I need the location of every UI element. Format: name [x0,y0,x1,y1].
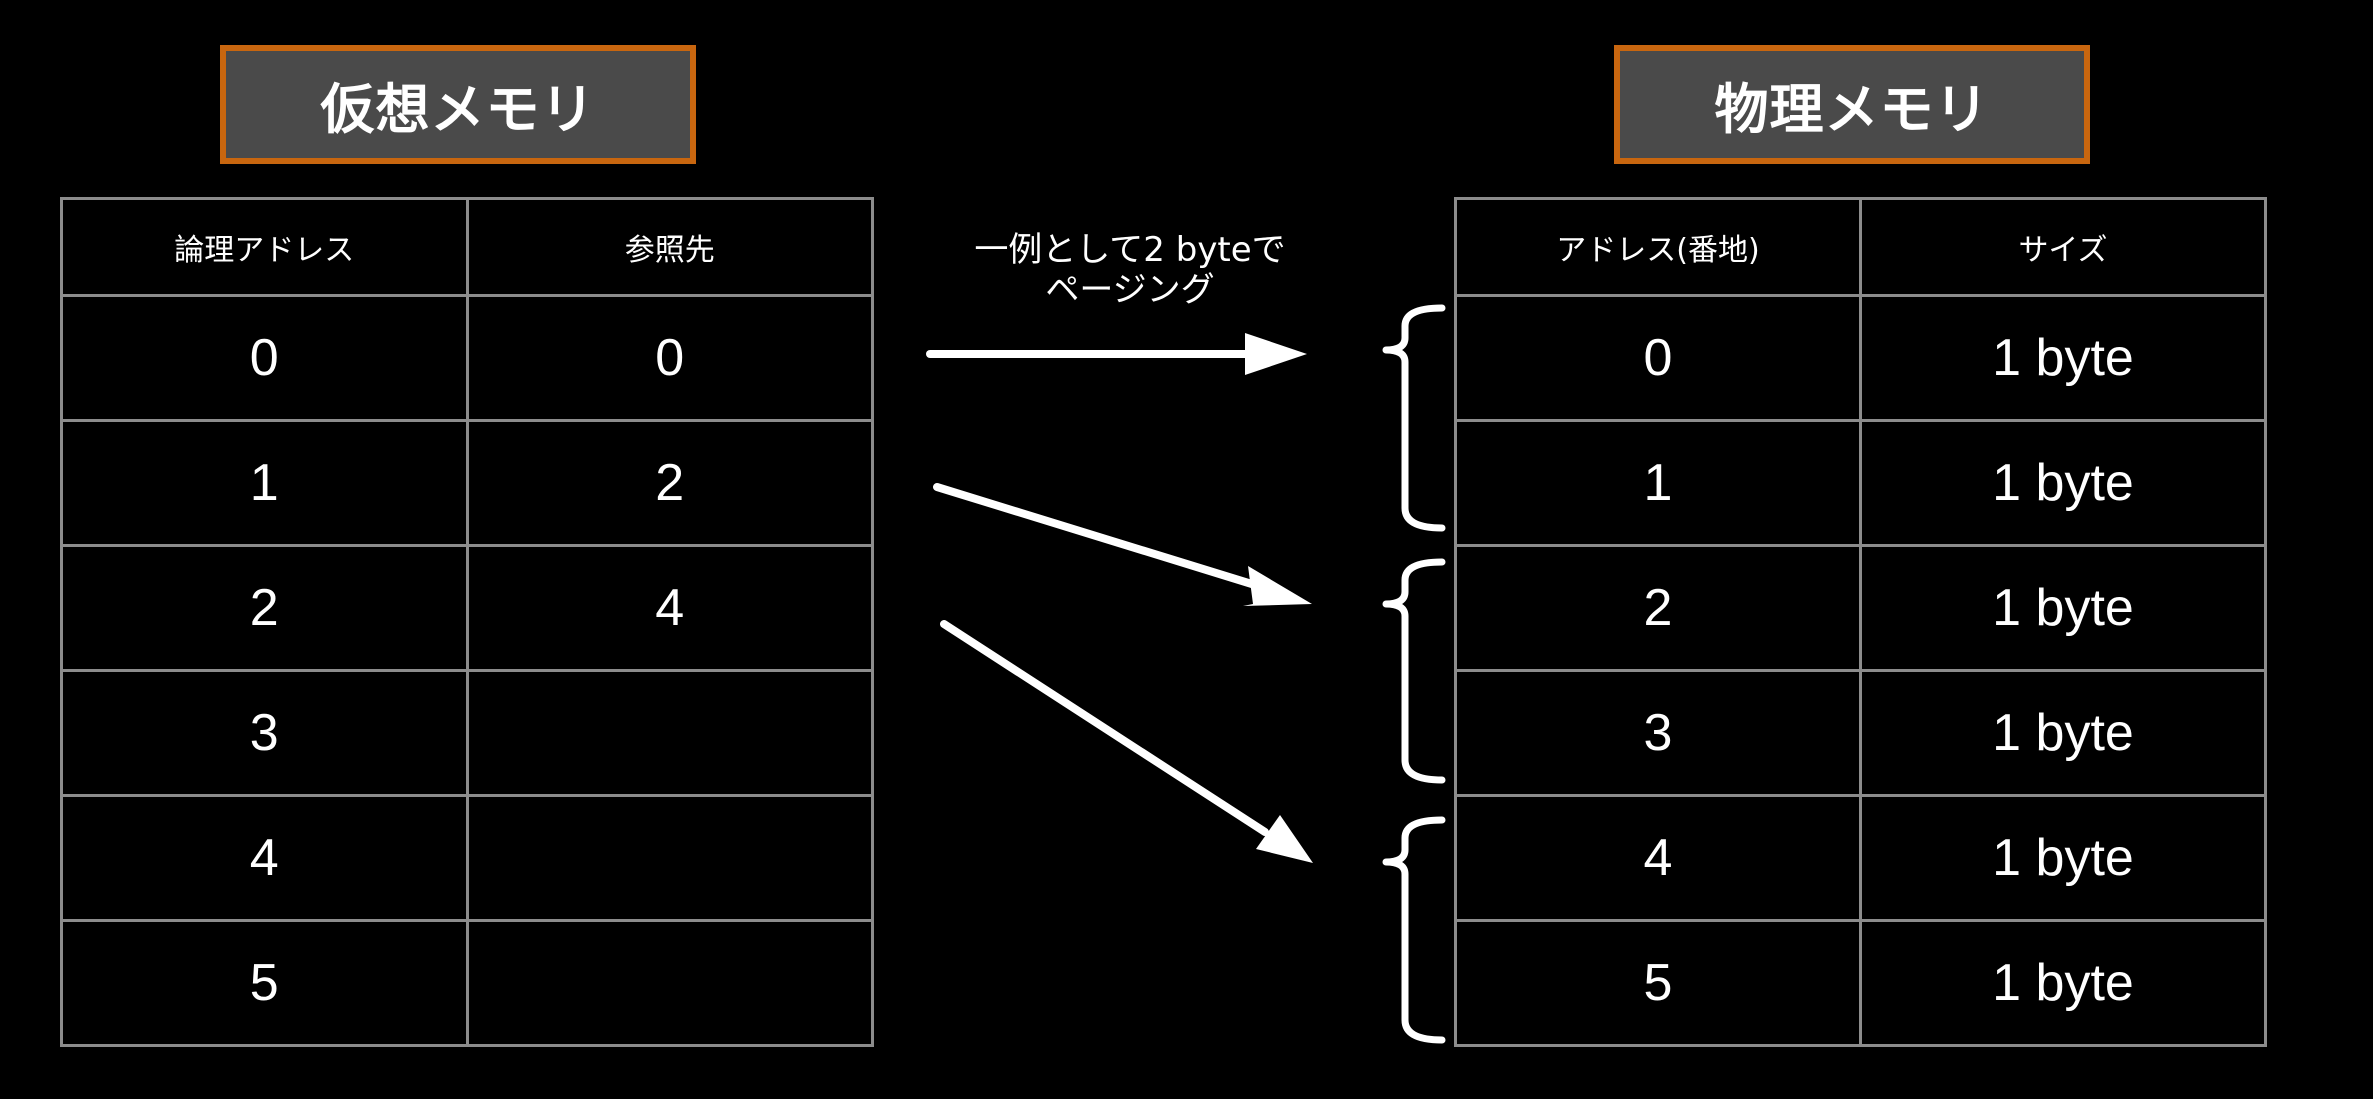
logical-address-cell: 2 [60,544,469,672]
paging-note-line-1: 一例として2 byteで [974,230,1286,270]
table-row: 1 1 byte [1454,419,2267,547]
table-row: 4 1 byte [1454,794,2267,922]
address-cell: 1 [1454,419,1862,547]
size-header: サイズ [1859,197,2267,297]
table-header-row: アドレス(番地) サイズ [1454,197,2267,297]
table-row: 5 [60,919,874,1047]
size-cell: 1 byte [1859,794,2267,922]
address-cell: 2 [1454,544,1862,672]
size-cell: 1 byte [1859,294,2267,422]
reference-cell: 2 [465,419,874,547]
logical-address-cell: 1 [60,419,469,547]
reference-cell: 4 [465,544,874,672]
address-cell: 4 [1454,794,1862,922]
paging-note-line-2: ページング [1045,270,1215,310]
reference-cell [465,669,874,797]
table-header-row: 論理アドレス 参照先 [60,197,874,297]
page-0-brace [1382,304,1446,532]
logical-address-cell: 5 [60,919,469,1047]
virtual-memory-title: 仮想メモリ [220,45,696,164]
table-row: 3 1 byte [1454,669,2267,797]
page-1-brace [1382,558,1446,784]
size-cell: 1 byte [1859,669,2267,797]
virtual-memory-table: 論理アドレス 参照先 0 0 1 2 2 4 3 4 5 [60,197,874,1047]
reference-cell: 0 [465,294,874,422]
table-row: 1 2 [60,419,874,547]
logical-address-cell: 4 [60,794,469,922]
logical-address-header: 論理アドレス [60,197,469,297]
page-0-arrow [926,333,1307,375]
physical-memory-table: アドレス(番地) サイズ 0 1 byte 1 1 byte 2 1 byte … [1454,197,2267,1047]
size-cell: 1 byte [1859,419,2267,547]
page-2-brace [1382,816,1446,1044]
table-row: 2 1 byte [1454,544,2267,672]
address-cell: 5 [1454,919,1862,1047]
page-2-arrow [940,620,1313,863]
size-cell: 1 byte [1859,919,2267,1047]
table-row: 2 4 [60,544,874,672]
reference-cell [465,919,874,1047]
address-header: アドレス(番地) [1454,197,1862,297]
reference-cell [465,794,874,922]
address-cell: 0 [1454,294,1862,422]
logical-address-cell: 3 [60,669,469,797]
page-1-arrow [933,483,1312,606]
logical-address-cell: 0 [60,294,469,422]
physical-memory-title: 物理メモリ [1614,45,2090,164]
size-cell: 1 byte [1859,544,2267,672]
table-row: 0 0 [60,294,874,422]
address-cell: 3 [1454,669,1862,797]
table-row: 0 1 byte [1454,294,2267,422]
table-row: 5 1 byte [1454,919,2267,1047]
reference-header: 参照先 [465,197,874,297]
table-row: 4 [60,794,874,922]
paging-note: 一例として2 byteで ページング [930,230,1330,310]
table-row: 3 [60,669,874,797]
